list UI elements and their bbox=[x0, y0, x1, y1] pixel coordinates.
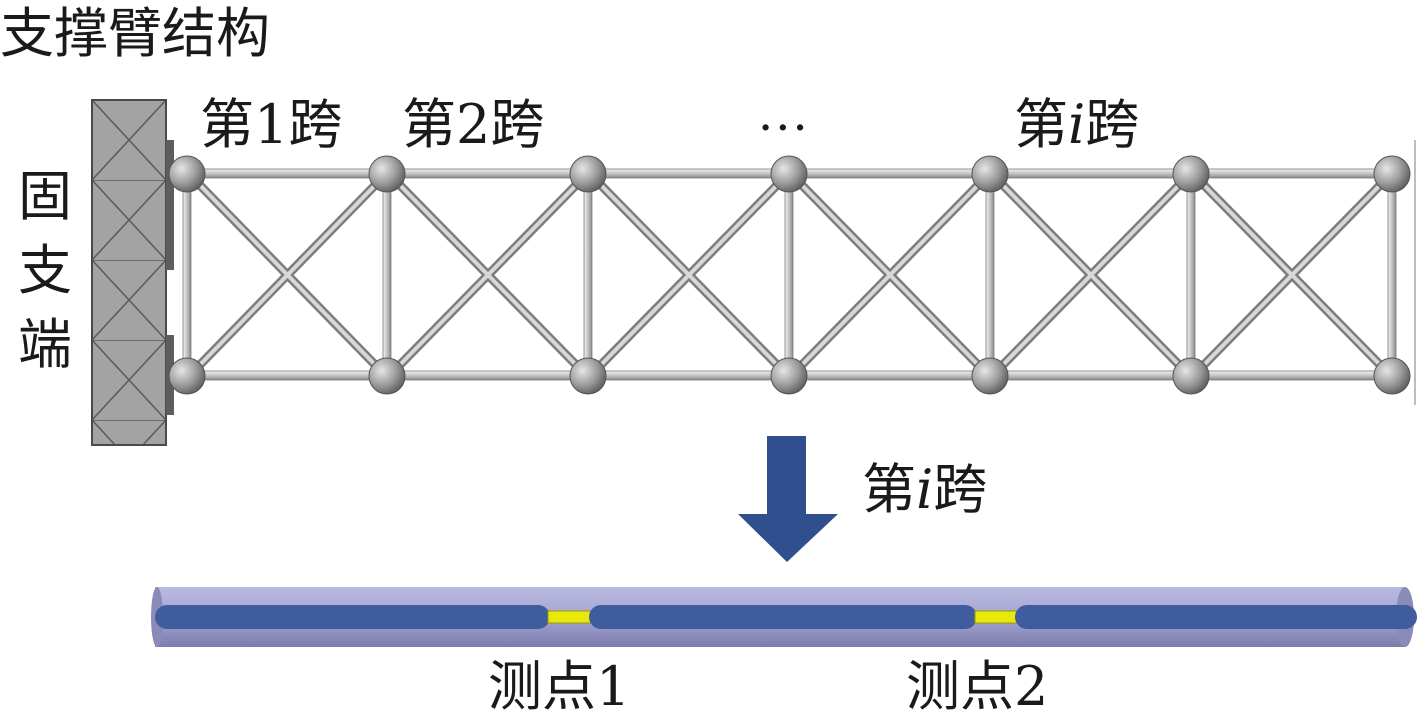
fixed-end-char-1: 固 bbox=[18, 165, 72, 228]
sensor-1 bbox=[547, 610, 594, 624]
diagonal-braces bbox=[185, 170, 1395, 380]
down-arrow bbox=[738, 436, 838, 562]
fixed-end-label: 固 支 端 bbox=[10, 160, 80, 382]
fixed-end-char-2: 支 bbox=[18, 239, 72, 302]
diagram-title: 支撑臂结构 bbox=[0, 2, 270, 65]
bar-segment-2 bbox=[589, 605, 977, 629]
ellipsis: ··· bbox=[758, 100, 810, 156]
span-1-label: 第1跨 bbox=[200, 93, 343, 156]
sensor-2 bbox=[974, 610, 1018, 624]
span-i-label: 第i跨 bbox=[1014, 93, 1140, 156]
span-detail-tube bbox=[151, 587, 1417, 647]
span-2-label: 第2跨 bbox=[402, 93, 545, 156]
truss-nodes bbox=[168, 155, 1411, 395]
detail-span-label: 第i跨 bbox=[862, 458, 988, 521]
measure-point-2-label: 测点2 bbox=[906, 655, 1049, 718]
bar-segment-3 bbox=[1015, 605, 1417, 629]
bar-segment-1 bbox=[155, 605, 550, 629]
fixed-end-char-3: 端 bbox=[18, 313, 72, 376]
vertical-members bbox=[182, 179, 1397, 371]
measure-point-1-label: 测点1 bbox=[488, 655, 631, 718]
fixed-support-wall bbox=[91, 99, 174, 446]
